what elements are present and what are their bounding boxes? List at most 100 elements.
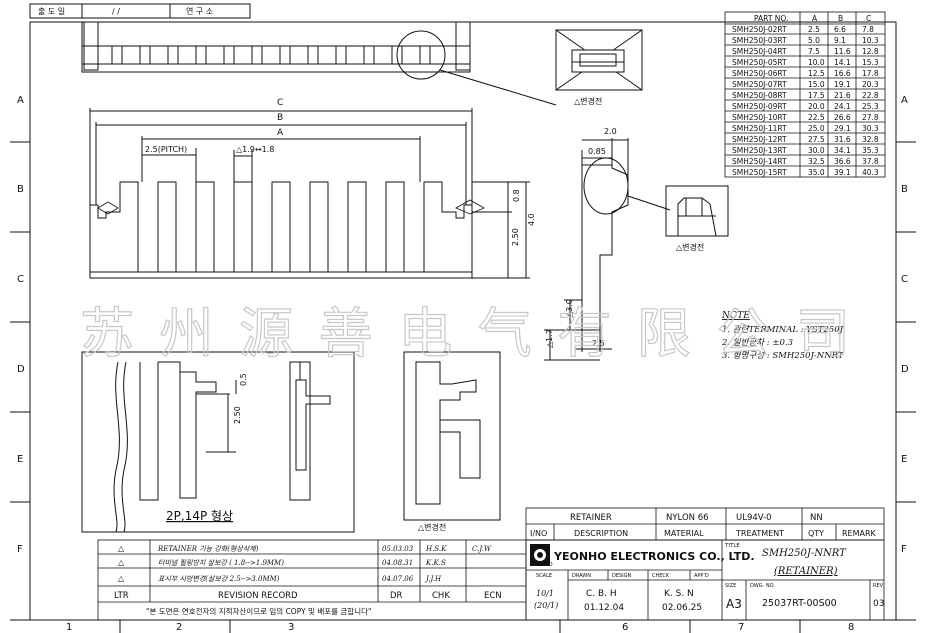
col-label-3: 3 (288, 622, 294, 633)
material-nylon: NYLON 66 (666, 513, 709, 523)
copyright-footer: "본 도면은 연호전자의 지적자산이므로 임의 COPY 및 배포를 금합니다" (146, 606, 371, 616)
part-number-cell: SMH250J-12RT (732, 135, 787, 144)
zone-ticks (10, 141, 916, 633)
material-header-material: MATERIAL (664, 529, 704, 538)
dimension-cell: 30.3 (862, 124, 879, 133)
rev-dr-1: H.S.K (425, 545, 447, 553)
dim-0-85: 0.85 (588, 147, 606, 156)
dimension-cell: 7.8 (862, 25, 874, 34)
drawn-by: C. B. H (586, 589, 617, 599)
dimension-cell: 6.6 (834, 25, 846, 34)
check-label: CHECK (652, 573, 670, 579)
check-by: K. S. N (664, 589, 694, 599)
col-label-1: 1 (66, 622, 72, 633)
dimension-cell: 7.5 (808, 47, 820, 56)
material-retainer: RETAINER (570, 513, 612, 523)
dimension-cell: 39.1 (834, 168, 851, 177)
scale-label: SCALE (536, 573, 552, 579)
dimension-cell: 35.0 (808, 168, 825, 177)
material-header-qty: QTY (808, 529, 824, 538)
change-mark-3: △변경전 (418, 522, 446, 532)
part-number-cell: SMH250J-14RT (732, 157, 787, 166)
dimension-cell: 10.0 (808, 58, 825, 67)
dimension-cell: 12.5 (808, 69, 825, 78)
row-label-left-f: F (17, 544, 23, 555)
dimension-cell: 32.8 (862, 135, 879, 144)
row-label-left-c: C (17, 274, 24, 285)
dimension-cell: 25.0 (808, 124, 825, 133)
rev-header-chk: CHK (432, 591, 450, 601)
col-label-7: 7 (738, 622, 744, 633)
drawn-date: 01.12.04 (584, 603, 624, 613)
dimension-cell: 22.8 (862, 91, 879, 100)
part-number-cell: SMH250J-04RT (732, 47, 787, 56)
dimension-cell: 14.1 (834, 58, 851, 67)
dim-0-8: 0.8 (512, 189, 521, 202)
dimension-cell: 5.0 (808, 36, 820, 45)
check-date: 02.06.25 (662, 603, 702, 613)
dimension-cell: 11.6 (834, 47, 851, 56)
dimension-cell: 16.6 (834, 69, 851, 78)
material-header-treatment: TREATMENT (735, 529, 784, 538)
size-label: SIZE (725, 583, 736, 589)
material-header-ino: I/NO (530, 529, 547, 538)
dim-3-0: △3.0 (565, 299, 574, 318)
dimension-cell: 27.8 (862, 113, 879, 122)
title-label: TITLE (724, 543, 740, 549)
front-view-leader (97, 199, 485, 215)
dimension-cell: 24.1 (834, 102, 851, 111)
part-number-cell: SMH250J-10RT (732, 113, 787, 122)
rev-mark-1: △ (118, 544, 125, 553)
rev-desc-2: 터미널 필링방지 살보강 ( 1.8-->1.9MM) (158, 559, 284, 567)
part-number-cell: SMH250J-08RT (732, 91, 787, 100)
dim-c: C (277, 98, 283, 108)
part-number-cell: SMH250J-07RT (732, 80, 787, 89)
dim-pin-width: △1.9↔1.8 (236, 145, 274, 154)
dimension-cell: 15.0 (808, 80, 825, 89)
dimension-cell: 29.1 (834, 124, 851, 133)
header-field-2: / / (112, 7, 120, 16)
title-block (525, 539, 885, 621)
part-number-cell: SMH250J-02RT (732, 25, 787, 34)
dimension-cell: 31.6 (834, 135, 851, 144)
dimension-cell: 19.1 (834, 80, 851, 89)
dim-a: A (277, 128, 284, 138)
dimension-cell: 40.3 (862, 168, 879, 177)
design-label: DESIGN (612, 573, 632, 579)
row-label-right-a: A (901, 95, 908, 106)
dim-2-5-side: 2.5 (592, 339, 605, 348)
header-field-1: 출 도 일 (38, 6, 65, 16)
dimension-cell: 17.8 (862, 69, 879, 78)
note-3: 3. 형명구성 : SMH250J-NNRT (722, 350, 845, 361)
dimension-cell: 27.5 (808, 135, 825, 144)
material-header-desc: DESCRIPTION (574, 529, 628, 538)
rev-mark-2: △ (118, 558, 125, 567)
row-label-left-d: D (17, 364, 25, 375)
rev-label: REV (873, 583, 884, 589)
row-label-right-f: F (901, 544, 907, 555)
dimension-cell: 20.3 (862, 80, 879, 89)
change-mark-2: △변경전 (676, 242, 704, 252)
part-table-header: A (812, 14, 818, 23)
rev-mark-3: △ (118, 574, 125, 583)
company-name: YEONHO ELECTRONICS CO., LTD. (553, 550, 755, 563)
part-number-cell: SMH250J-11RT (732, 124, 787, 133)
header-strip (29, 3, 251, 19)
rev-header-record: REVISION RECORD (218, 591, 298, 601)
part-number-cell: SMH250J-03RT (732, 36, 787, 45)
col-label-6: 6 (622, 622, 628, 633)
note-2: 2. 일반공차 : ±0.3 (721, 337, 793, 348)
dimension-cell: 26.6 (834, 113, 851, 122)
zone-labels: A B C D E F A B C D E F 1 2 3 6 7 8 (17, 95, 909, 633)
part-number-cell: SMH250J-05RT (732, 58, 787, 67)
dimension-cell: 9.1 (834, 36, 846, 45)
material-ul: UL94V-0 (736, 513, 772, 523)
dimension-cell: 35.3 (862, 146, 879, 155)
watermark-text: 苏州源善电气有限公司 (80, 302, 850, 365)
dim-4-0: 4.0 (527, 213, 536, 226)
rev-date-2: 04.08.31 (382, 559, 413, 567)
appd-label: APP'D (694, 573, 709, 579)
dimension-cell: 22.5 (808, 113, 825, 122)
